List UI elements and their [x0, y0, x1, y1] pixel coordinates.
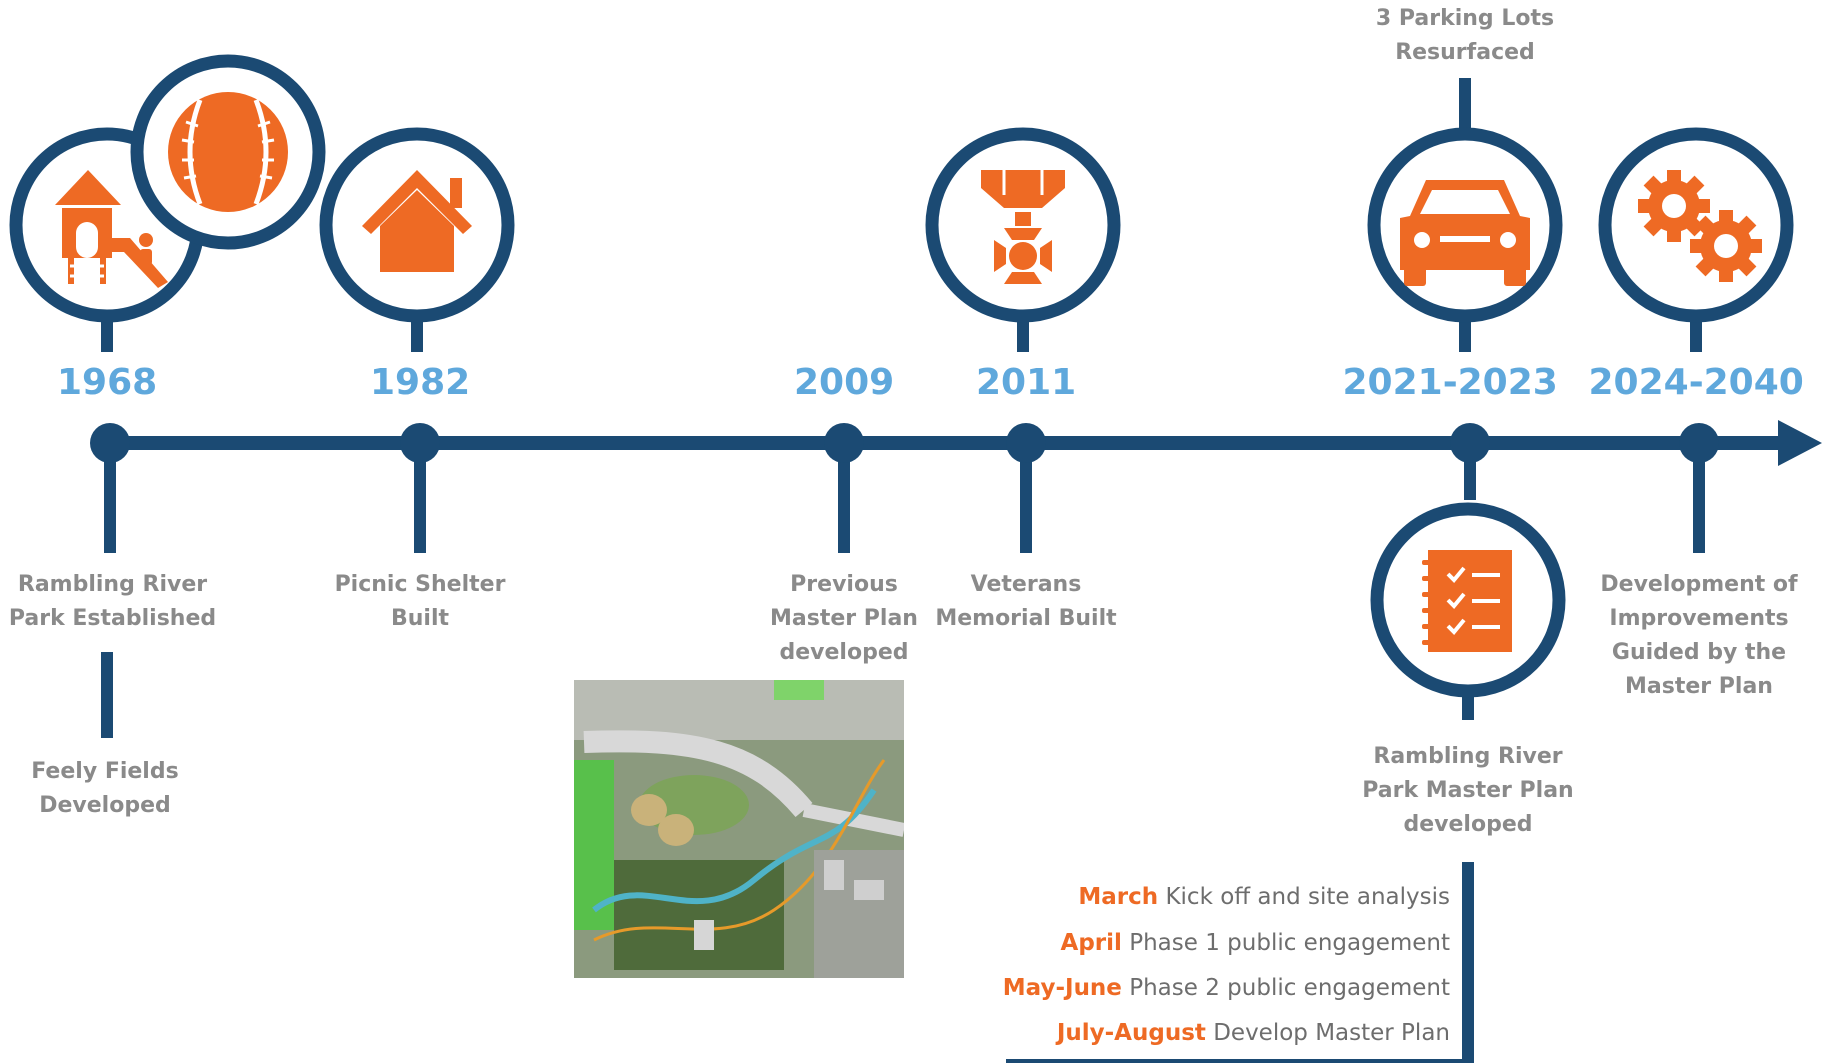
label-line: Developed [39, 793, 171, 818]
label-line: Park Established [8, 606, 217, 631]
label-line: Veterans [970, 572, 1082, 597]
year-1968: 1968 [57, 362, 158, 403]
label-picnic-shelter: Picnic Shelter Built [310, 568, 530, 636]
gears-icon [1598, 127, 1794, 323]
car-icon [1367, 127, 1563, 323]
year-1982: 1982 [370, 362, 471, 403]
label-line: developed [779, 640, 909, 665]
label-line: Master Plan [770, 606, 918, 631]
checklist-icon [1370, 502, 1566, 698]
label-line: Picnic Shelter [334, 572, 506, 597]
phase-item: April Phase 1 public engagement [1061, 930, 1450, 956]
phase-month: March [1078, 884, 1159, 910]
year-2011: 2011 [976, 362, 1077, 403]
label-park-established: Rambling River Park Established [0, 568, 225, 636]
label-line: Park Master Plan [1362, 778, 1574, 803]
label-line: Improvements [1609, 606, 1789, 631]
phase-text: Phase 1 public engagement [1129, 930, 1450, 956]
year-2024-2040: 2024-2040 [1588, 362, 1804, 403]
phase-item: May-June Phase 2 public engagement [1003, 975, 1450, 1001]
phase-item: March Kick off and site analysis [1078, 884, 1450, 910]
playground-icon [9, 127, 205, 323]
label-line: developed [1403, 812, 1533, 837]
label-line: Previous [790, 572, 898, 597]
timeline-dots [90, 423, 1719, 463]
label-line: Guided by the [1611, 640, 1787, 665]
medal-icon [925, 127, 1121, 323]
phase-month: July-August [1056, 1020, 1206, 1046]
label-line: 3 Parking Lots [1375, 6, 1555, 31]
label-line: Built [390, 606, 450, 631]
site-map-image [574, 680, 904, 978]
label-development-improvements: Development of Improvements Guided by th… [1584, 568, 1814, 704]
label-parking-lots: 3 Parking Lots Resurfaced [1335, 2, 1595, 70]
label-previous-master-plan: Previous Master Plan developed [734, 568, 954, 670]
label-line: Resurfaced [1395, 40, 1535, 65]
baseball-icon [130, 54, 326, 250]
label-line: Rambling River [1373, 744, 1563, 769]
year-2009: 2009 [794, 362, 895, 403]
label-line: Development of [1600, 572, 1798, 597]
phase-month: April [1060, 930, 1122, 956]
phase-text: Phase 2 public engagement [1129, 975, 1450, 1001]
label-line: Feely Fields [31, 759, 179, 784]
label-line: Rambling River [17, 572, 208, 597]
label-line: Master Plan [1625, 674, 1773, 699]
label-feely-fields: Feely Fields Developed [0, 755, 210, 823]
phase-text: Kick off and site analysis [1165, 884, 1450, 910]
house-icon [319, 127, 515, 323]
phase-text: Develop Master Plan [1213, 1020, 1450, 1046]
phase-month: May-June [1002, 975, 1122, 1001]
timeline-arrowhead [1778, 420, 1822, 466]
label-master-plan-developed: Rambling River Park Master Plan develope… [1348, 740, 1588, 842]
label-line: Memorial Built [935, 606, 1117, 631]
label-veterans-memorial: Veterans Memorial Built [916, 568, 1136, 636]
year-2021-2023: 2021-2023 [1342, 362, 1558, 403]
phase-item: July-August Develop Master Plan [1057, 1020, 1450, 1046]
phase-list: March Kick off and site analysis April P… [980, 876, 1450, 1056]
